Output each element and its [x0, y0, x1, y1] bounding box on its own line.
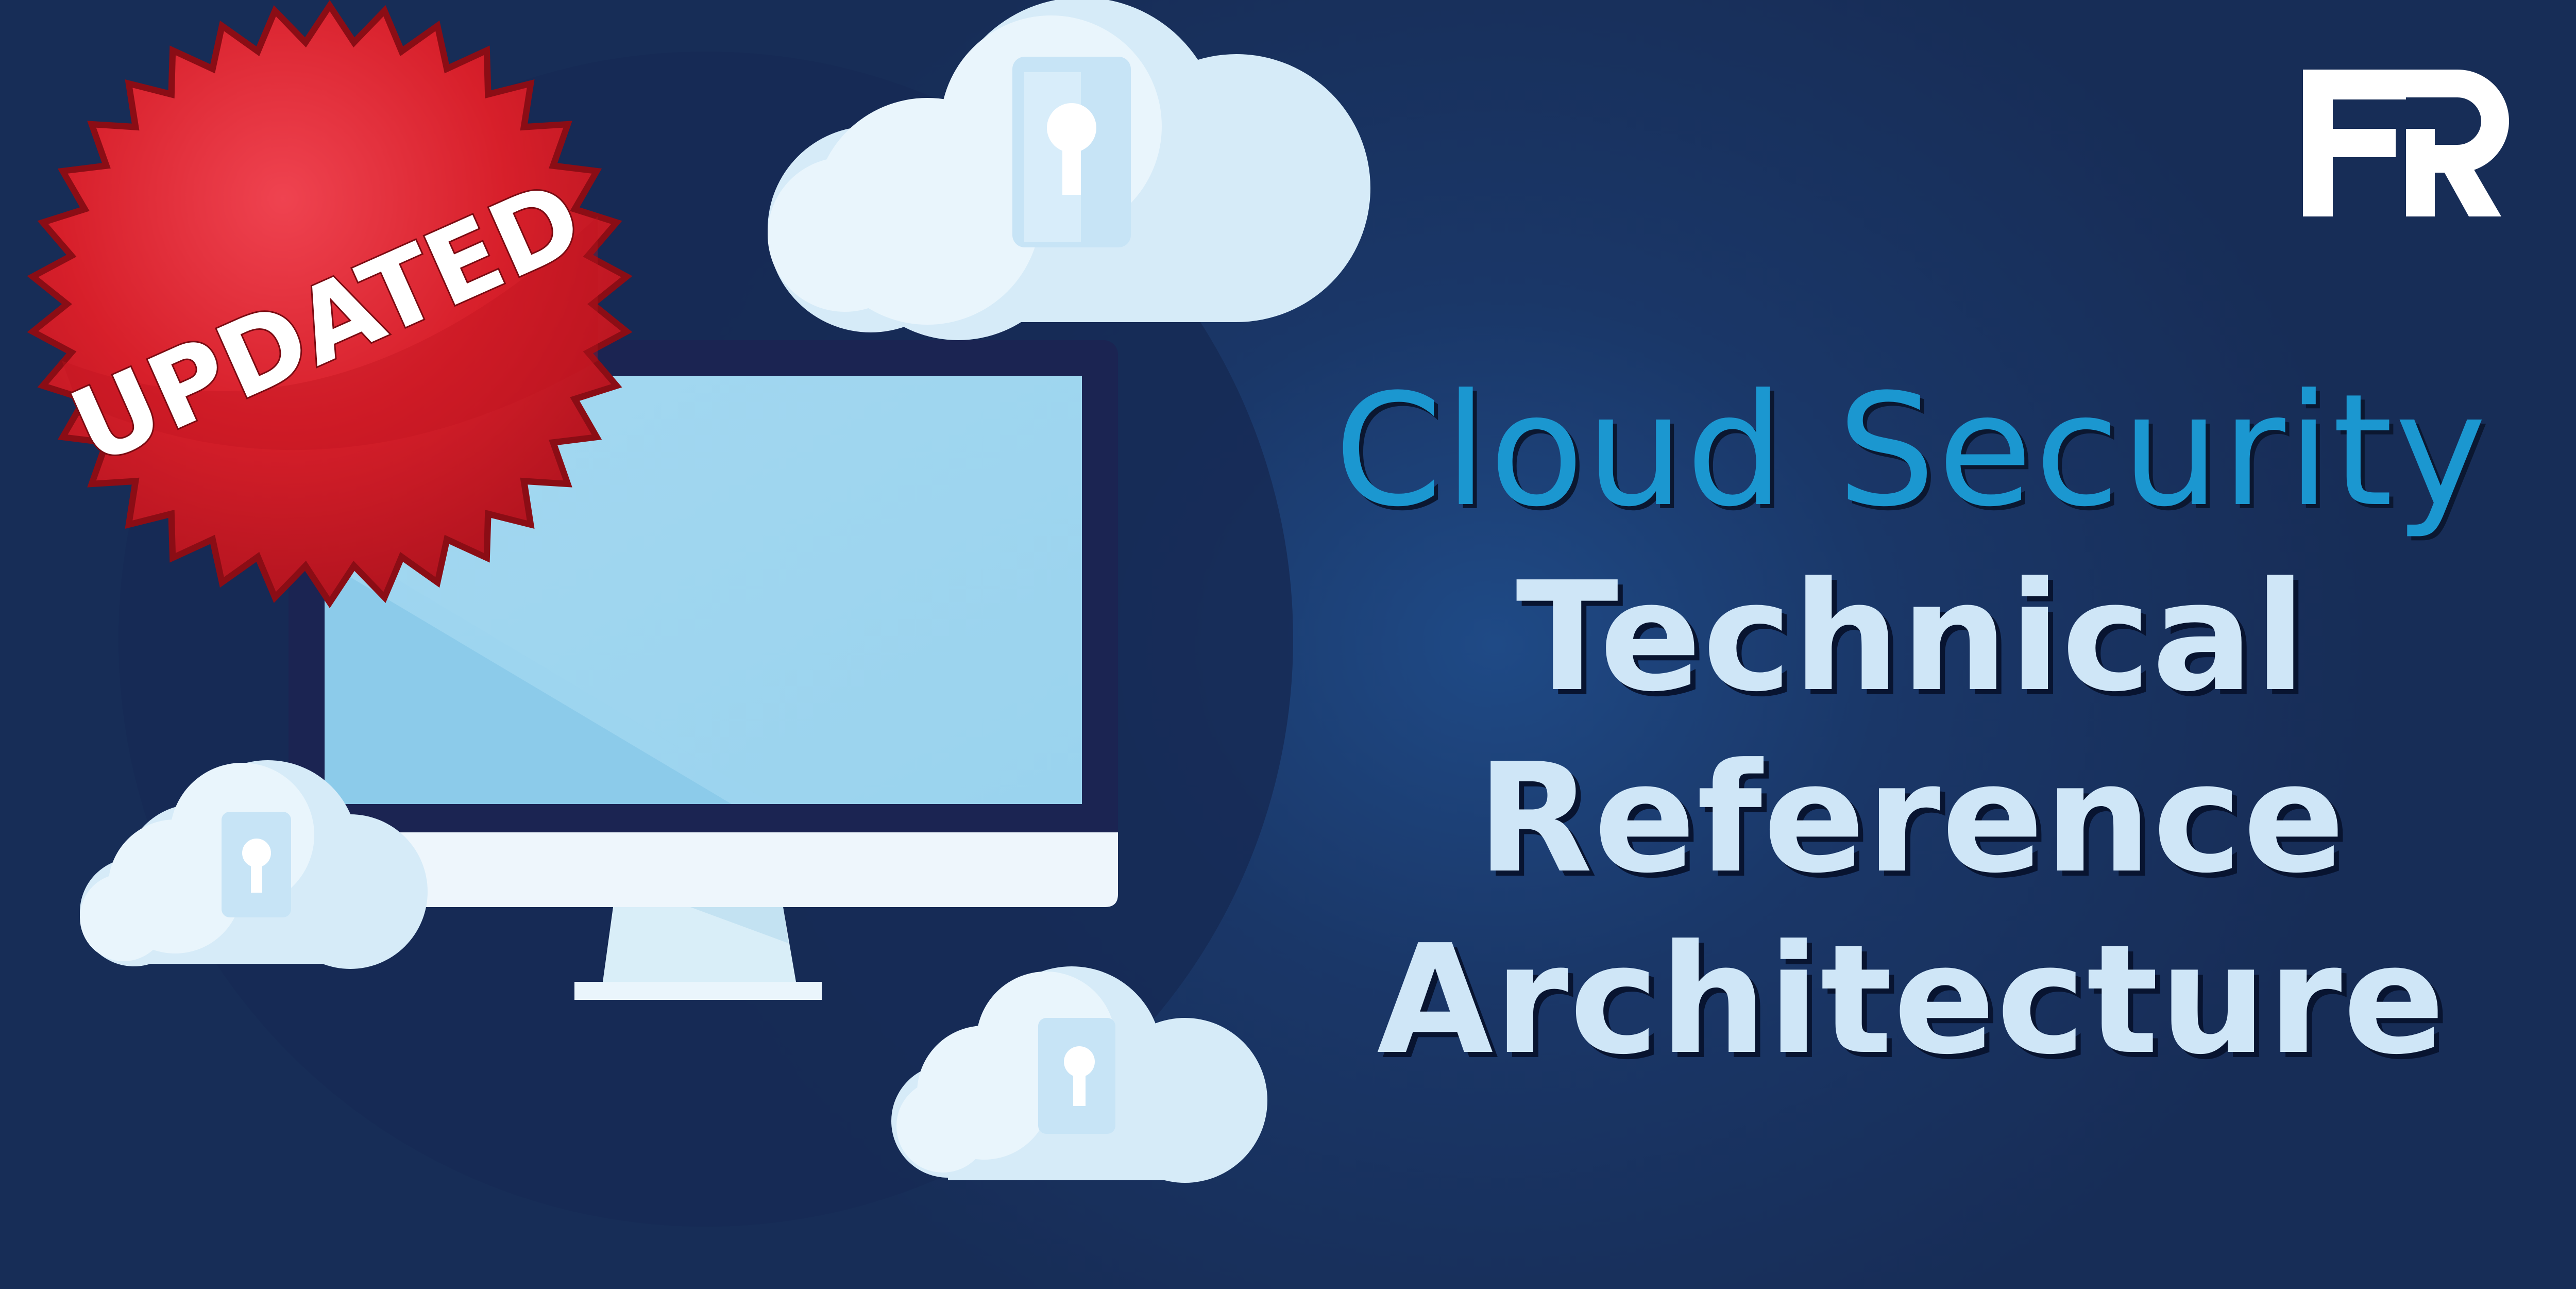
title-line-1: Cloud Security — [1319, 356, 2504, 546]
title-line-4: Architecture — [1319, 909, 2504, 1091]
title-line-2: Technical — [1319, 546, 2504, 728]
title-block: Cloud Security Technical Reference Archi… — [1319, 356, 2504, 1091]
cloud-lock-icon — [768, 0, 1370, 340]
title-line-3: Reference — [1319, 728, 2504, 909]
fr-logo: FR — [2303, 70, 2509, 216]
